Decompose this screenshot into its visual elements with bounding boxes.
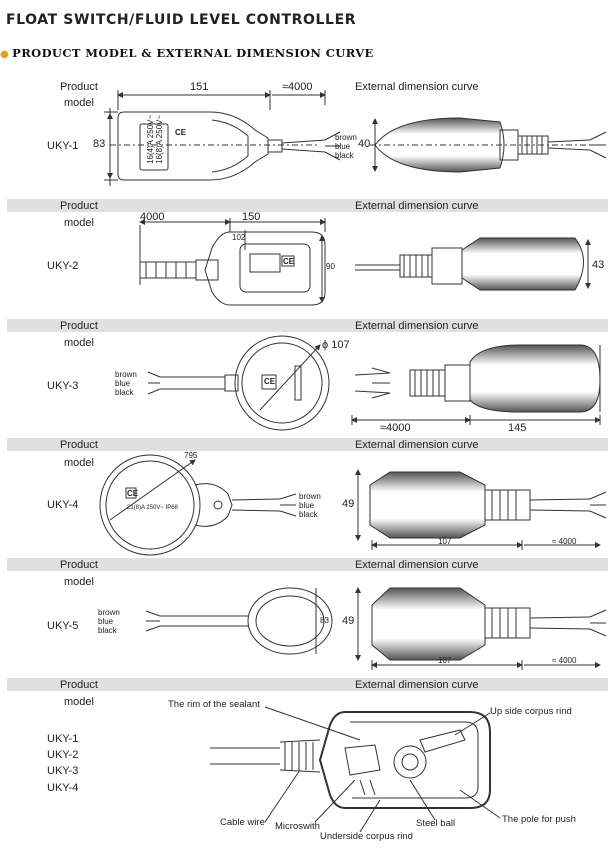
- wire-black: black: [299, 510, 318, 519]
- model-label: model: [64, 576, 94, 588]
- label-pole: The pole for push: [502, 814, 576, 825]
- dim-4000: 4000: [140, 211, 165, 223]
- wire-blue: blue: [115, 379, 131, 388]
- product-label: Product: [60, 320, 98, 332]
- wire-black: black: [335, 151, 354, 160]
- label-cable: Cable wire: [220, 817, 265, 828]
- dim-83: 83: [320, 616, 329, 625]
- curve-label: External dimension curve: [355, 559, 479, 571]
- dim-102: 102: [232, 233, 246, 242]
- uky2-side-view: [355, 237, 591, 291]
- model-name: UKY-4: [47, 499, 79, 511]
- curve-label: External dimension curve: [355, 81, 479, 93]
- header-band-6: [7, 678, 608, 691]
- model-name: UKY-2: [47, 260, 79, 272]
- ce-mark: CE: [175, 128, 187, 137]
- dim-145: 145: [508, 422, 527, 434]
- uky3-side-view: [351, 344, 601, 425]
- dim-4000: ≈4000: [380, 422, 411, 434]
- wire-black: black: [98, 626, 117, 635]
- dim-107: 107: [438, 656, 452, 665]
- model-label: model: [64, 337, 94, 349]
- dim-107: ϕ 107: [322, 339, 350, 351]
- wire-black: black: [115, 388, 134, 397]
- uky2-top-view: [139, 218, 326, 306]
- dim-49: 49: [342, 615, 355, 627]
- model-label: model: [64, 457, 94, 469]
- product-label: Product: [60, 81, 98, 93]
- label-steel: Steel ball: [416, 818, 456, 829]
- uky1-side-view: [370, 117, 607, 173]
- header-band-2: [7, 199, 608, 212]
- dim-151: 151: [190, 81, 209, 93]
- label-up-side: Up side corpus rind: [490, 706, 572, 717]
- wire-brown: brown: [299, 492, 321, 501]
- wire-brown: brown: [98, 608, 120, 617]
- model-name: UKY-3: [47, 380, 79, 392]
- uky4-top-view: [99, 454, 297, 556]
- model-label: model: [64, 217, 94, 229]
- bullet-icon: ●: [0, 49, 10, 60]
- label-underside: Underside corpus rind: [320, 831, 413, 842]
- header-band-4: [7, 438, 608, 451]
- model-label: model: [64, 696, 94, 708]
- product-label: Product: [60, 439, 98, 451]
- dim-795: 795: [184, 451, 198, 460]
- dim-4000: ≈4000: [282, 81, 313, 93]
- label-microswith: Microswith: [275, 821, 320, 832]
- wire-brown: brown: [335, 133, 357, 142]
- dim-40: 40: [358, 138, 371, 150]
- wire-brown: brown: [115, 370, 137, 379]
- dim-150: 150: [242, 211, 261, 223]
- dim-90: 90: [326, 262, 335, 271]
- uky5-top-view: [145, 587, 333, 655]
- dim-49: 49: [342, 498, 355, 510]
- rating-label-2: 16(8)A 250V~: [155, 114, 164, 164]
- dim-107: 107: [438, 537, 452, 546]
- curve-label: External dimension curve: [355, 200, 479, 212]
- uky4-side-view: [355, 469, 607, 550]
- wire-blue: blue: [299, 501, 315, 510]
- dim-4000: ≈ 4000: [552, 656, 577, 665]
- rating-label-1: 16(4)A 250V~: [146, 114, 155, 164]
- uky3-top-view: [147, 335, 330, 431]
- model-name: UKY-1: [47, 733, 79, 745]
- dim-4000: ≈ 4000: [552, 537, 577, 546]
- curve-label: External dimension curve: [355, 439, 479, 451]
- label-rim: The rim of the sealant: [168, 699, 260, 710]
- dim-83: 83: [93, 138, 106, 150]
- uky5-side-view: [355, 587, 607, 670]
- ce-mark: CE: [127, 489, 139, 498]
- wire-blue: blue: [98, 617, 114, 626]
- ce-mark: CE: [283, 257, 295, 266]
- header-band-3: [7, 319, 608, 332]
- model-label: model: [64, 97, 94, 109]
- rating-label: 21(8)A 250V~ IP68: [127, 505, 178, 511]
- product-label: Product: [60, 559, 98, 571]
- model-name: UKY-1: [47, 140, 79, 152]
- model-name: UKY-3: [47, 765, 79, 777]
- wire-blue: blue: [335, 142, 351, 151]
- page-title: FLOAT SWITCH/FLUID LEVEL CONTROLLER: [6, 12, 357, 28]
- model-name: UKY-4: [47, 782, 79, 794]
- section-subtitle: ●PRODUCT MODEL & EXTERNAL DIMENSION CURV…: [0, 46, 374, 60]
- ce-mark: CE: [264, 377, 276, 386]
- curve-label: External dimension curve: [355, 320, 479, 332]
- model-name: UKY-2: [47, 749, 79, 761]
- model-name: UKY-5: [47, 620, 79, 632]
- internal-structure-view: [210, 706, 501, 833]
- curve-label: External dimension curve: [355, 679, 479, 691]
- header-band-5: [7, 558, 608, 571]
- uky1-top-view: [104, 90, 341, 186]
- product-label: Product: [60, 200, 98, 212]
- dim-43: 43: [592, 259, 605, 271]
- product-label: Product: [60, 679, 98, 691]
